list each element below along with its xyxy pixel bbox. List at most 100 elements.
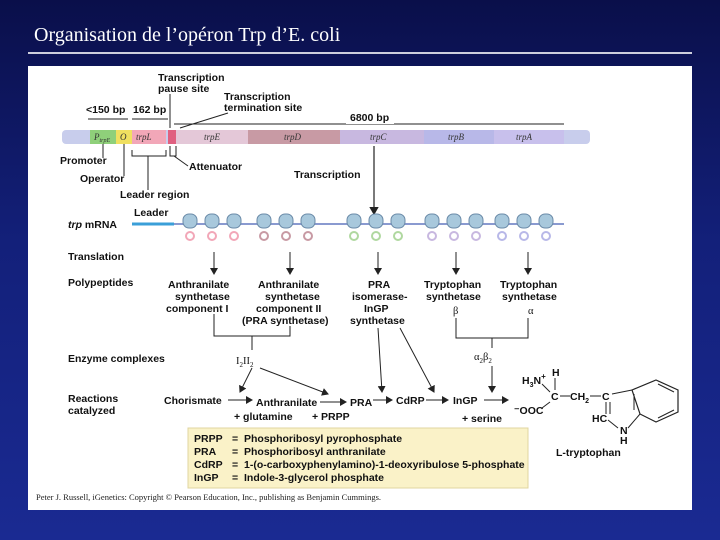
- svg-text:Tryptophan: Tryptophan: [500, 279, 557, 291]
- reaction-anthranilate: Anthranilate: [256, 397, 317, 409]
- credit-line: Peter J. Russell, iGenetics: Copyright ©…: [36, 492, 381, 502]
- svg-text:synthetase: synthetase: [175, 291, 230, 303]
- ribosome: [204, 213, 220, 229]
- gene-trpL: [132, 130, 166, 144]
- reactions-label-1: Reactions: [68, 393, 118, 405]
- complex-2-label: α2β2: [474, 352, 492, 365]
- pra-isomerase-to-reaction-1: [377, 327, 386, 393]
- nascent-polypeptide: [281, 231, 291, 241]
- promoter-label: Promoter: [60, 155, 107, 167]
- reaction-cdrp: CdRP: [396, 395, 425, 407]
- attenuator-label: Attenuator: [189, 161, 242, 173]
- legend-equals: =: [232, 446, 238, 458]
- nascent-polypeptide: [519, 231, 529, 241]
- svg-text:InGP: InGP: [364, 303, 389, 315]
- trp-operon-diagram: Transcription pause site Transcription t…: [36, 72, 679, 502]
- nascent-polypeptide: [371, 231, 381, 241]
- svg-text:synthetase: synthetase: [350, 315, 405, 327]
- nascent-polypeptide: [229, 231, 239, 241]
- complex-1-to-reaction-1: [239, 367, 253, 393]
- ribosome: [226, 213, 242, 229]
- legend-abbr: PRA: [194, 446, 217, 458]
- trp-mrna-label: trp mRNA: [68, 219, 117, 231]
- bp-150-label: <150 bp: [86, 104, 125, 116]
- svg-text:(PRA synthetase): (PRA synthetase): [242, 315, 329, 327]
- bp-6800-label-bg: [346, 112, 394, 124]
- svg-text:component I: component I: [166, 303, 228, 315]
- polypeptide-1: Anthranilate synthetase component I: [166, 279, 230, 315]
- polypeptide-2: Anthranilate synthetase component II (PR…: [242, 279, 329, 327]
- reaction-prpp: + PRPP: [312, 411, 350, 423]
- leader-label: Leader: [134, 207, 168, 219]
- nascent-polypeptide: [349, 231, 359, 241]
- svg-text:α: α: [528, 306, 534, 317]
- complex-1-to-reaction-2: [259, 367, 329, 396]
- trp-h3n: H3N+: [522, 372, 546, 389]
- gene-trpB-label: trpB: [448, 132, 465, 142]
- nascent-polypeptide: [303, 231, 313, 241]
- legend-equals: =: [232, 459, 238, 471]
- nascent-polypeptide: [185, 231, 195, 241]
- ribosome: [346, 213, 362, 229]
- leader-region-bracket: [131, 150, 167, 157]
- pause-site-label-2: pause site: [158, 83, 210, 95]
- attenuator-pointer: [173, 155, 189, 167]
- legend-box: [187, 427, 529, 489]
- ribosome: [468, 213, 484, 229]
- trp-n: N: [620, 425, 628, 437]
- complex-1-label: I2II2: [236, 356, 254, 369]
- termination-site-label-1: Transcription: [224, 91, 291, 103]
- legend-abbr: InGP: [194, 472, 219, 484]
- ribosome: [424, 213, 440, 229]
- reactions-label-2: catalyzed: [68, 405, 115, 417]
- gene-trpB: [424, 130, 494, 144]
- nascent-polypeptide: [497, 231, 507, 241]
- svg-text:Tryptophan: Tryptophan: [424, 279, 481, 291]
- ribosomes-group: [182, 213, 554, 241]
- trp-hc: HC: [592, 413, 608, 425]
- attenuator-bracket: [169, 146, 177, 157]
- trp-h: H: [620, 435, 628, 447]
- ribosome: [278, 213, 294, 229]
- gene-trpD-label: trpD: [284, 132, 302, 142]
- gene-promoter-label: PtrpE: [93, 132, 111, 144]
- gene-trpA: [494, 130, 564, 144]
- trp-ch2: CH2: [570, 391, 589, 405]
- reaction-glutamine: + glutamine: [234, 411, 293, 423]
- ribosome: [182, 213, 198, 229]
- figure-panel: Transcription pause site Transcription t…: [28, 66, 692, 510]
- svg-text:component II: component II: [256, 303, 321, 315]
- legend-definition: 1-(o-carboxyphenylamino)-1-deoxyribulose…: [244, 459, 525, 471]
- legend-abbr: CdRP: [194, 459, 223, 471]
- termination-site-pointer: [179, 112, 229, 129]
- ribosome: [390, 213, 406, 229]
- trp-ooc: ⁻OOC: [514, 405, 544, 417]
- legend-definition: Indole-3-glycerol phosphate: [244, 472, 384, 484]
- reaction-ingp: InGP: [453, 395, 478, 407]
- bp-162-label: 162 bp: [133, 104, 166, 116]
- transcription-label: Transcription: [294, 169, 361, 181]
- svg-text:isomerase-: isomerase-: [352, 291, 408, 303]
- nascent-polypeptide: [427, 231, 437, 241]
- gene-trpD: [248, 130, 340, 144]
- complex-2-bracket: [455, 318, 529, 339]
- enzyme-complexes-label: Enzyme complexes: [68, 353, 165, 365]
- svg-text:synthetase: synthetase: [426, 291, 481, 303]
- svg-text:Anthranilate: Anthranilate: [258, 279, 319, 291]
- pause-site-label-1: Transcription: [158, 72, 225, 84]
- nascent-polypeptide: [471, 231, 481, 241]
- reaction-serine: + serine: [462, 413, 502, 425]
- gene-trpE-label: trpE: [204, 132, 221, 142]
- gene-trpL-label: trpL: [136, 132, 152, 142]
- operator-label: Operator: [80, 173, 124, 185]
- gene-trpA-label: trpA: [516, 132, 533, 142]
- svg-text:synthetase: synthetase: [265, 291, 320, 303]
- nascent-polypeptide: [259, 231, 269, 241]
- pra-isomerase-to-reaction-2: [399, 327, 435, 393]
- trp-c-ring: C: [602, 391, 610, 403]
- nascent-polypeptide: [207, 231, 217, 241]
- nascent-polypeptide: [393, 231, 403, 241]
- ribosome: [516, 213, 532, 229]
- gene-trpC-label: trpC: [370, 132, 388, 142]
- polypeptide-5: Tryptophan synthetase α: [500, 279, 557, 317]
